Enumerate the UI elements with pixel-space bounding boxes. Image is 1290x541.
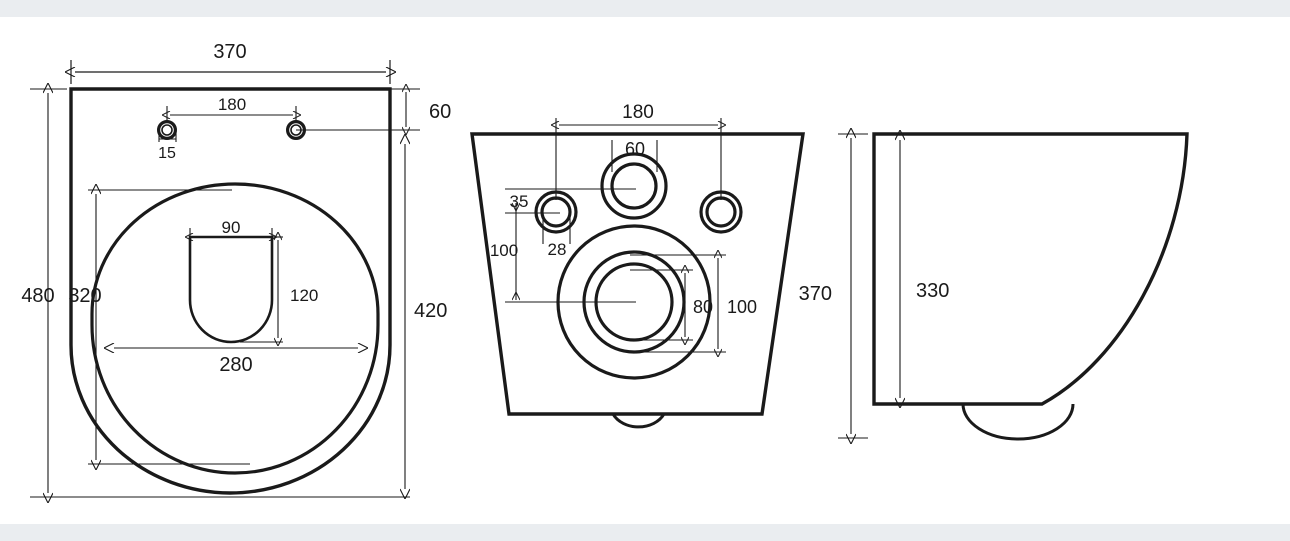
plan-dim-320: 320 [68, 190, 250, 464]
front-flush-pipe-hole [600, 152, 668, 220]
plan-dim-480-label: 480 [21, 285, 54, 307]
side-view-group: 370 330 [799, 132, 1189, 441]
plan-dim-180-label: 180 [218, 95, 246, 114]
front-dim-100-right: 100 [630, 255, 757, 352]
front-dim-100-right-label: 100 [727, 297, 757, 317]
plan-bolt-hole-left [157, 119, 178, 140]
plan-dim-180: 180 [167, 95, 296, 122]
plan-dim-90-label: 90 [222, 218, 241, 237]
front-dim-28: 28 [542, 214, 571, 259]
plan-dim-90: 90 [190, 218, 272, 243]
plan-dim-420: 420 [405, 144, 447, 489]
plan-bowl-rim-outline [90, 182, 380, 475]
plan-dim-480: 480 [21, 89, 410, 497]
plan-dim-120: 120 [240, 237, 318, 342]
plan-dim-280: 280 [114, 348, 358, 376]
plan-dim-15-label: 15 [158, 145, 176, 162]
bottom-gray-band [0, 524, 1290, 541]
front-dim-28-label: 28 [548, 240, 567, 259]
front-dim-80: 80 [630, 270, 713, 340]
front-outlet-bump [611, 413, 666, 429]
plan-seat-outer-outline [69, 87, 392, 495]
front-dim-60-label: 60 [625, 139, 645, 159]
top-gray-band [0, 0, 1290, 17]
plan-flush-opening [188, 235, 274, 344]
front-body-outline [470, 132, 805, 416]
front-dim-60: 60 [611, 139, 658, 172]
front-dim-180-label: 180 [622, 102, 654, 123]
plan-dim-60: 60 [296, 89, 451, 130]
front-dim-180: 180 [556, 102, 721, 200]
plan-dim-320-label: 320 [68, 285, 101, 307]
plan-dim-420-label: 420 [414, 300, 447, 322]
front-dim-100-left-label: 100 [490, 241, 518, 260]
plan-dim-280-label: 280 [219, 354, 252, 376]
plan-dim-15: 15 [158, 131, 177, 162]
plan-view-group: 370 180 15 60 [21, 41, 451, 497]
plan-dim-370: 370 [71, 41, 390, 84]
front-dim-35-label: 35 [510, 192, 529, 211]
front-view-group: 180 60 35 28 [470, 102, 805, 429]
side-outlet-bump [961, 403, 1075, 441]
plan-dim-120-label: 120 [290, 286, 318, 305]
front-dim-100-left: 100 [490, 203, 636, 303]
side-body-outline [872, 132, 1189, 406]
side-dim-370-label: 370 [799, 283, 832, 305]
side-dim-370: 370 [799, 134, 868, 438]
front-dim-80-label: 80 [693, 297, 713, 317]
plan-dim-60-label: 60 [429, 101, 451, 123]
plan-dim-370-label: 370 [213, 41, 246, 63]
side-dim-330-label: 330 [916, 280, 949, 302]
side-dim-330: 330 [900, 140, 949, 398]
